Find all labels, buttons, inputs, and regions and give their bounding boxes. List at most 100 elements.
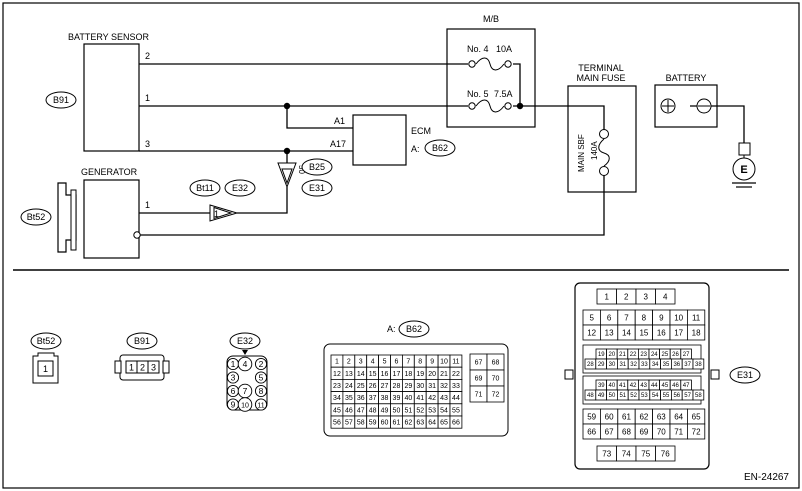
svg-text:53: 53 (641, 393, 648, 399)
svg-text:28: 28 (393, 383, 401, 390)
svg-text:67: 67 (475, 360, 483, 367)
connector-pin: 6 (600, 309, 619, 326)
connector-pin: 70 (486, 369, 505, 387)
svg-text:4: 4 (243, 359, 248, 369)
svg-text:54: 54 (440, 407, 448, 414)
connector-pin: 51 (617, 389, 629, 401)
svg-text:34: 34 (652, 362, 659, 368)
ecm-conn-prefix: A: (411, 144, 420, 154)
svg-text:8: 8 (642, 313, 647, 322)
svg-text:68: 68 (492, 360, 500, 367)
svg-text:20: 20 (428, 371, 436, 378)
connector-pin: 31 (617, 358, 629, 370)
svg-text:57: 57 (684, 393, 691, 399)
fuse5-icon (475, 99, 505, 113)
generator-label: GENERATOR (81, 167, 138, 177)
svg-text:23: 23 (333, 383, 341, 390)
svg-text:56: 56 (673, 393, 680, 399)
connector-pin: 67 (600, 423, 619, 440)
connector-pin: 30 (413, 378, 427, 392)
connector-pin: 14 (354, 366, 368, 380)
svg-text:1: 1 (605, 292, 610, 301)
connector-pin: 68 (617, 423, 636, 440)
connector-pin: 32 (437, 378, 451, 392)
fuse4-icon (475, 57, 505, 71)
svg-text:5: 5 (589, 313, 594, 322)
svg-text:38: 38 (695, 362, 702, 368)
svg-text:9: 9 (659, 313, 664, 322)
connector-pin: 57 (681, 389, 694, 401)
connector-pin: 18 (687, 324, 706, 341)
connector-pin: 71 (669, 423, 688, 440)
svg-text:3: 3 (359, 359, 363, 366)
connector-pin: 41 (616, 379, 629, 391)
svg-text:35: 35 (663, 362, 670, 368)
svg-text:63: 63 (657, 412, 666, 421)
svg-text:31: 31 (428, 383, 436, 390)
connector-pin: 5 (254, 371, 268, 384)
ecm-label: ECM (411, 126, 431, 136)
svg-text:19: 19 (416, 371, 424, 378)
svg-text:E32: E32 (237, 336, 253, 346)
svg-text:53: 53 (428, 407, 436, 414)
connector-pin: 4 (366, 354, 380, 368)
connector-pin: 52 (413, 403, 427, 417)
svg-text:62: 62 (639, 412, 648, 421)
svg-text:56: 56 (333, 420, 341, 427)
svg-text:44: 44 (452, 395, 460, 402)
svg-text:20: 20 (609, 352, 616, 358)
svg-text:B91: B91 (134, 336, 150, 346)
svg-text:61: 61 (622, 412, 631, 421)
svg-text:42: 42 (428, 395, 436, 402)
svg-text:3: 3 (151, 363, 156, 373)
svg-text:32: 32 (440, 383, 448, 390)
connector-pin: 53 (425, 403, 439, 417)
svg-text:66: 66 (587, 427, 596, 436)
svg-text:28: 28 (587, 362, 594, 368)
connector-pin: 36 (671, 358, 683, 370)
svg-text:50: 50 (609, 393, 616, 399)
svg-text:23: 23 (640, 352, 647, 358)
svg-text:B91: B91 (53, 95, 69, 105)
connector-pin: 11 (687, 309, 706, 326)
connector-pin: 28 (584, 358, 597, 370)
connector-pin: 23 (330, 378, 344, 392)
connector-pin: 73 (596, 445, 617, 462)
connector-pin: 9 (652, 309, 671, 326)
svg-text:1: 1 (231, 359, 236, 369)
svg-text:59: 59 (587, 412, 596, 421)
connector-pin: 54 (437, 403, 451, 417)
svg-text:42: 42 (630, 383, 637, 389)
wire-junctions (283, 102, 524, 155)
svg-text:6: 6 (394, 359, 398, 366)
connector-pin: 7 (617, 309, 636, 326)
svg-text:71: 71 (674, 427, 683, 436)
svg-text:25: 25 (662, 352, 669, 358)
connector-pin: 42 (627, 379, 639, 391)
main-box: M/B No. 4 10A No. 5 7.5A (446, 14, 536, 128)
svg-text:46: 46 (345, 407, 353, 414)
fuse5-label: No. 5 (467, 89, 489, 99)
generator: GENERATOR (57, 167, 140, 259)
svg-text:10: 10 (241, 403, 249, 410)
svg-text:43: 43 (440, 395, 448, 402)
ecm-pin-a17: A17 (330, 139, 346, 149)
connector-pin: 13 (342, 366, 356, 380)
svg-text:6: 6 (231, 386, 236, 396)
connector-pin: 44 (648, 379, 661, 391)
svg-text:11: 11 (257, 403, 264, 410)
bs-pin-1: 1 (145, 93, 150, 103)
connector-pin: 68 (486, 353, 505, 371)
gen-pin-1: 1 (145, 200, 150, 210)
connector-pin: 2 (254, 357, 268, 371)
svg-text:70: 70 (657, 427, 666, 436)
connector-pin: 39 (595, 379, 608, 391)
svg-text:10: 10 (440, 359, 448, 366)
svg-text:24: 24 (345, 383, 353, 390)
connector-pin: 70 (652, 423, 671, 440)
connector-pin: 64 (669, 408, 688, 425)
connector-pin: 63 (413, 415, 427, 429)
connector-pin: 50 (606, 389, 618, 401)
bt11-conn1: Bt11 (196, 183, 214, 193)
